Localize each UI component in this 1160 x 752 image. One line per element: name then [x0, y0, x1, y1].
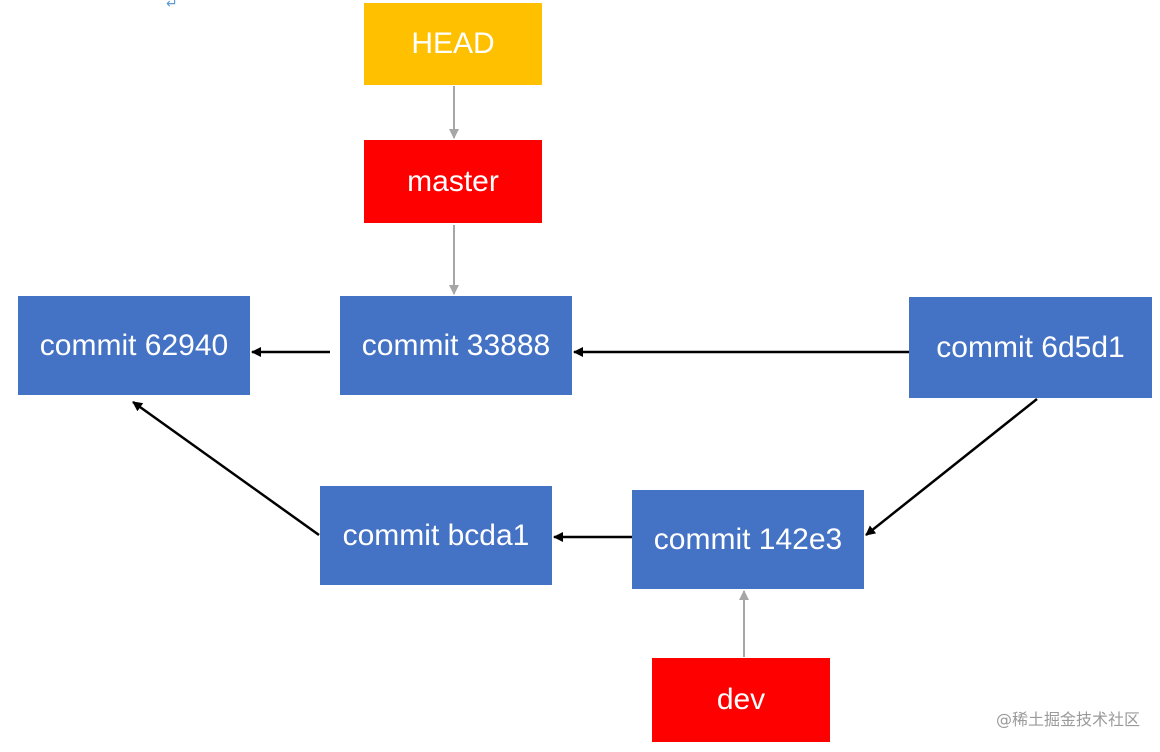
master-branch-label: master	[407, 164, 499, 198]
dev-branch-label: dev	[716, 683, 766, 716]
commit-6d5d1-label: commit 6d5d1	[936, 330, 1125, 364]
arrow-bcda1-to-62940	[132, 400, 320, 537]
arrow-6d5d1-to-142e3	[865, 398, 1038, 536]
master-branch-node: master	[364, 140, 542, 223]
commit-142e3-label: commit 142e3	[653, 522, 843, 556]
dev-branch-node: dev	[652, 658, 830, 742]
commit-33888-node: commit 33888	[340, 296, 572, 395]
paragraph-return-icon: ↵	[166, 0, 178, 12]
commit-bcda1-node: commit bcda1	[320, 486, 552, 585]
commit-142e3-node: commit 142e3	[632, 490, 864, 589]
head-ref-node: HEAD	[364, 3, 542, 85]
watermark: @稀土掘金技术社区	[995, 710, 1140, 729]
commit-33888-label: commit 33888	[361, 328, 551, 362]
commit-62940-label: commit 62940	[39, 328, 229, 362]
commit-62940-node: commit 62940	[18, 296, 250, 395]
commit-bcda1-label: commit bcda1	[342, 518, 530, 552]
head-ref-label: HEAD	[411, 27, 495, 60]
commit-6d5d1-node: commit 6d5d1	[909, 297, 1152, 398]
